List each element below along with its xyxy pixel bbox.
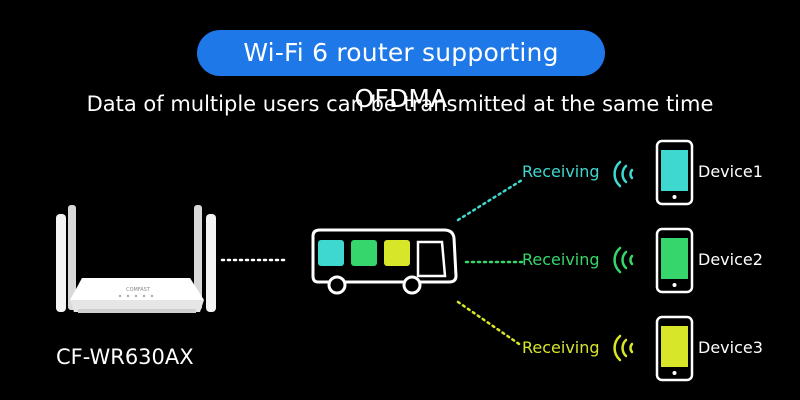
router-model-label: CF-WR630AX <box>56 345 194 369</box>
device-label-2: Device2 <box>698 250 763 269</box>
device-label-1: Device1 <box>698 162 763 181</box>
signal-waves-icon <box>613 246 634 274</box>
signal-waves-icon <box>613 160 634 188</box>
phone-icon <box>655 139 694 206</box>
receiving-label-device1: Receiving <box>522 162 600 181</box>
phone-icon <box>655 315 694 382</box>
device-label-3: Device3 <box>698 338 763 357</box>
bus-icon <box>311 228 458 295</box>
signal-waves-icon <box>613 334 634 362</box>
title-pill: Wi-Fi 6 router supporting OFDMA <box>197 30 605 113</box>
router-image: COMFAST <box>56 205 216 313</box>
phone-icon <box>655 227 694 294</box>
subtitle: Data of multiple users can be transmitte… <box>86 92 714 116</box>
router-brand-mark: COMFAST <box>126 287 151 293</box>
receiving-label-device2: Receiving <box>522 250 600 269</box>
link-line-device3 <box>456 300 524 348</box>
link-line-device1 <box>456 178 524 222</box>
receiving-label-device3: Receiving <box>522 338 600 357</box>
